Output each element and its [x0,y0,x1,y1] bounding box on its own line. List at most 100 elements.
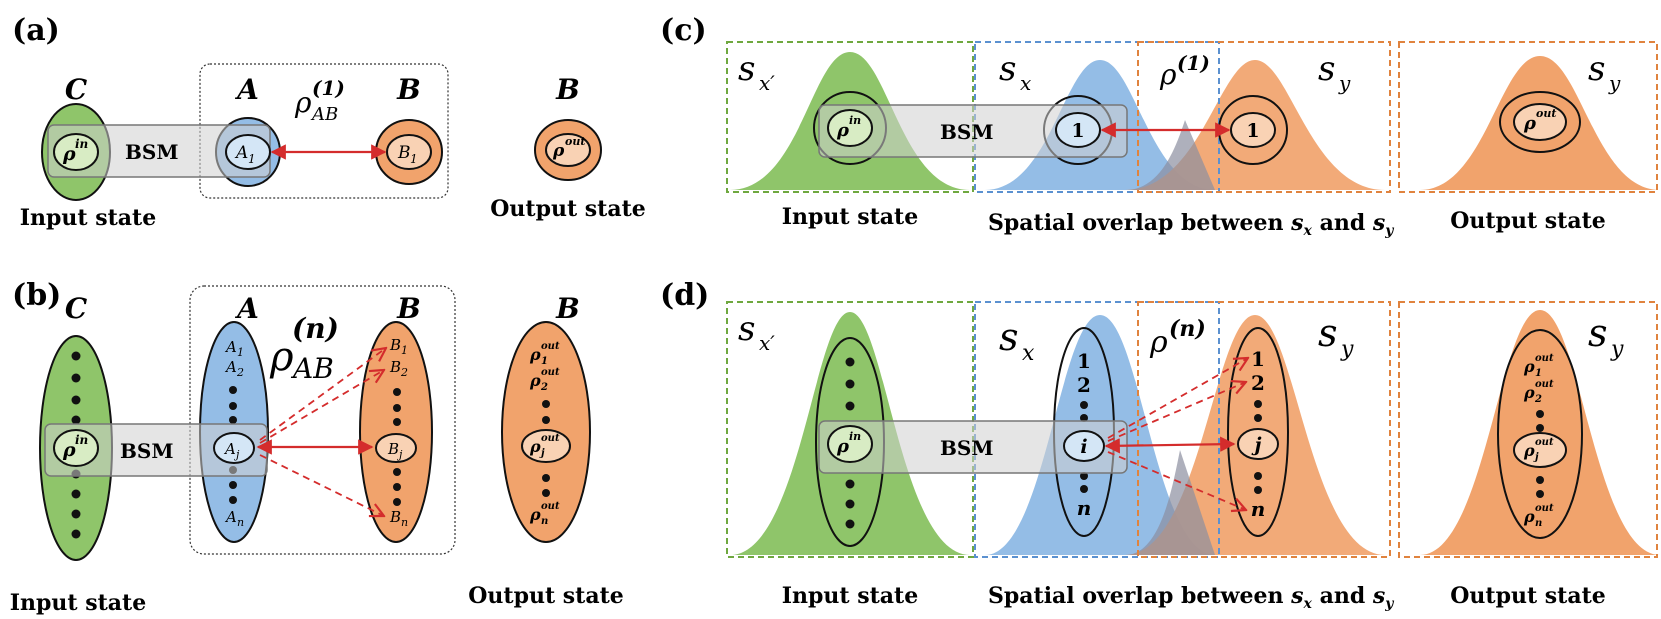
rho-1-sup: (1) [1177,51,1210,75]
rho-out-j-sup: out [541,433,560,444]
rho-in-ellipse [827,109,873,147]
label-c: C [65,73,88,106]
a1-label: A [234,143,248,163]
dots-c [71,351,81,539]
b2-label: B [389,358,401,376]
s-xprime: s [738,49,755,89]
dashed-arrows [259,348,386,516]
bj-ellipse [375,433,417,463]
bj-label: B [387,440,399,458]
rho-in-ellipse [53,133,99,171]
rho-out-1-sup: out [541,341,560,352]
bsm-label: BSM [940,120,994,144]
rho-out-1-sub: 1 [541,356,548,367]
rho-out-j-sub: j [539,448,545,459]
num-2-sy: 2 [1251,371,1265,395]
rho-in: ρ [836,120,850,141]
rho-out-2-sup: out [1535,379,1554,390]
rho-ab-sub: AB [310,104,338,125]
bn-sub: n [401,516,408,529]
rho-ab-sub: AB [290,352,334,385]
rho-out-sup: out [565,135,585,148]
rho-out-j: ρ [529,437,541,456]
label-a: A [234,73,259,106]
rho-in-sup: in [849,430,861,443]
s-x-sub: x [1020,71,1031,95]
a1-sub: 1 [237,346,244,359]
b2-sub: 2 [400,366,408,379]
outer-ring-output [1499,91,1581,153]
rho-out-1: ρ [529,345,541,364]
input-state-label: Input state [20,205,156,231]
s-y-output-sub: y [1610,337,1624,362]
rho-out-2: ρ [529,371,541,390]
rho-out-ellipse [545,133,591,167]
num-1-sy: 1 [1251,347,1265,371]
rho-in-ellipse [827,425,873,463]
rho-out-n: ρ [529,505,541,524]
panel-b-label: (b) [12,278,61,313]
rho-ab-sup: (n) [292,312,339,345]
rho-out-2-sup: out [541,367,560,378]
rho-out-2: ρ [1523,383,1535,402]
rho-in-sup: in [849,114,861,127]
rho-out-n-sub: n [1535,518,1542,529]
dots-out [542,400,550,497]
s-xprime: s [738,309,755,349]
input-state-label: Input state [782,204,918,230]
s-y: s [1318,311,1338,355]
num-n-sy: n [1251,497,1266,521]
rho-out-j: ρ [1523,441,1535,460]
rho-ab: ρ [294,86,312,119]
outer-ring-sy [1227,327,1289,537]
overlap-label: Spatial overlap between sx and sy [988,210,1394,239]
rho-in: ρ [62,143,76,165]
rho-n: ρ [1149,325,1168,360]
num-i-sx: i [1080,436,1087,458]
b1-sub: 1 [410,152,418,166]
rho-ab-sup: (1) [312,76,345,100]
frame-sy [1137,41,1391,193]
rho-1: ρ [1159,58,1177,91]
s-x: s [999,49,1016,89]
panel-b: (b) C A B B ρ (n) AB A 1 A 2 A n B 1 B 2 [10,278,624,616]
one-ellipse-sy [1230,112,1276,148]
panel-a: (a) C A B B ρ (1) AB BSM ρ in A 1 B 1 ρ … [12,13,646,231]
aj-ellipse [213,432,255,464]
bsm-label: BSM [940,436,994,460]
rho-in-ellipse [53,429,99,467]
a1-label: A [224,338,237,356]
label-b: B [396,73,421,106]
s-y-output: s [1588,311,1608,355]
frame-output [1398,41,1658,193]
rho-out: ρ [1523,113,1537,134]
rho-in: ρ [836,436,850,457]
frame-sy [1137,301,1391,558]
a2-sub: 2 [236,366,244,379]
bj-sub: j [396,448,403,461]
b1-ellipse [386,134,432,170]
an-sub: n [237,516,244,529]
outer-ring-output [1497,329,1583,539]
output-state-label: Output state [1450,208,1605,234]
bn-label: B [389,508,401,526]
overlap-region [1125,450,1215,555]
s-xprime-sub: x′ [759,71,775,95]
rho-out-j-sup: out [1535,437,1554,448]
a1-ellipse [225,134,271,170]
label-a: A [234,292,259,325]
rho-out-1-sup: out [1535,353,1554,364]
rho-out-n-sup: out [1535,503,1554,514]
dots-sy [1254,400,1262,494]
frame-output [1398,301,1658,558]
dashed-arrows [1107,358,1248,510]
label-b-output: B [555,73,580,106]
entangle-arrow [1104,436,1236,454]
s-y: s [1318,49,1335,89]
num-n-sx: n [1077,496,1092,520]
aj-label: A [223,440,236,458]
rho-in-sup: in [75,137,88,151]
i-ellipse-sx [1063,430,1105,462]
rho-out: ρ [552,141,565,161]
